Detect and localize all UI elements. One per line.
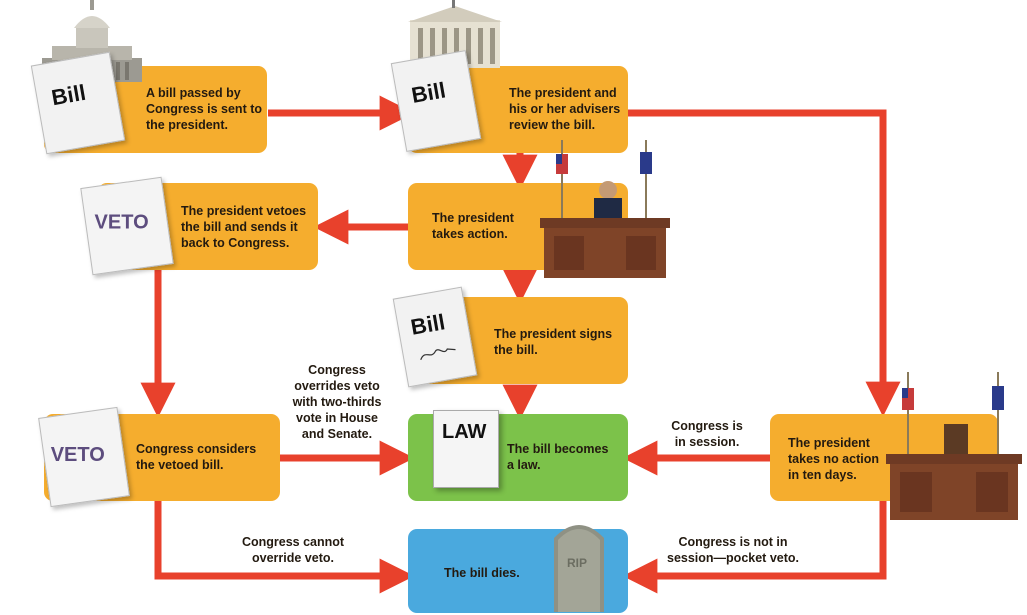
step-bill-dies-text: The bill dies. bbox=[444, 566, 520, 580]
arrow-review-to-no-action bbox=[628, 109, 901, 417]
signed-bill-document-icon: Bill bbox=[392, 286, 478, 388]
arrow-cannot-override-to-dies bbox=[154, 500, 415, 594]
signature-icon bbox=[420, 348, 456, 361]
president-desk-icon bbox=[540, 140, 670, 278]
bill-document-icon: Bill bbox=[390, 50, 482, 152]
veto-document-icon: VETO bbox=[38, 406, 130, 508]
veto-document-icon: VETO bbox=[80, 176, 174, 276]
bill-document-icon: Bill bbox=[30, 51, 126, 155]
empty-desk-icon bbox=[886, 372, 1022, 520]
white-house-icon bbox=[408, 0, 502, 68]
tombstone-text: RIP bbox=[567, 556, 588, 570]
law-document-icon: LAW bbox=[433, 410, 499, 488]
arrow-pocket-veto-to-dies bbox=[622, 500, 887, 594]
tombstone-icon bbox=[554, 525, 604, 612]
